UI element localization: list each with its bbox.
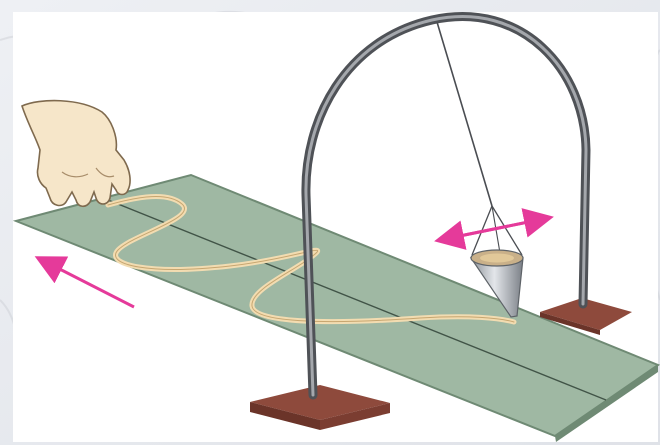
pendulum-diagram [0,0,660,445]
diagram-stage [0,0,660,445]
